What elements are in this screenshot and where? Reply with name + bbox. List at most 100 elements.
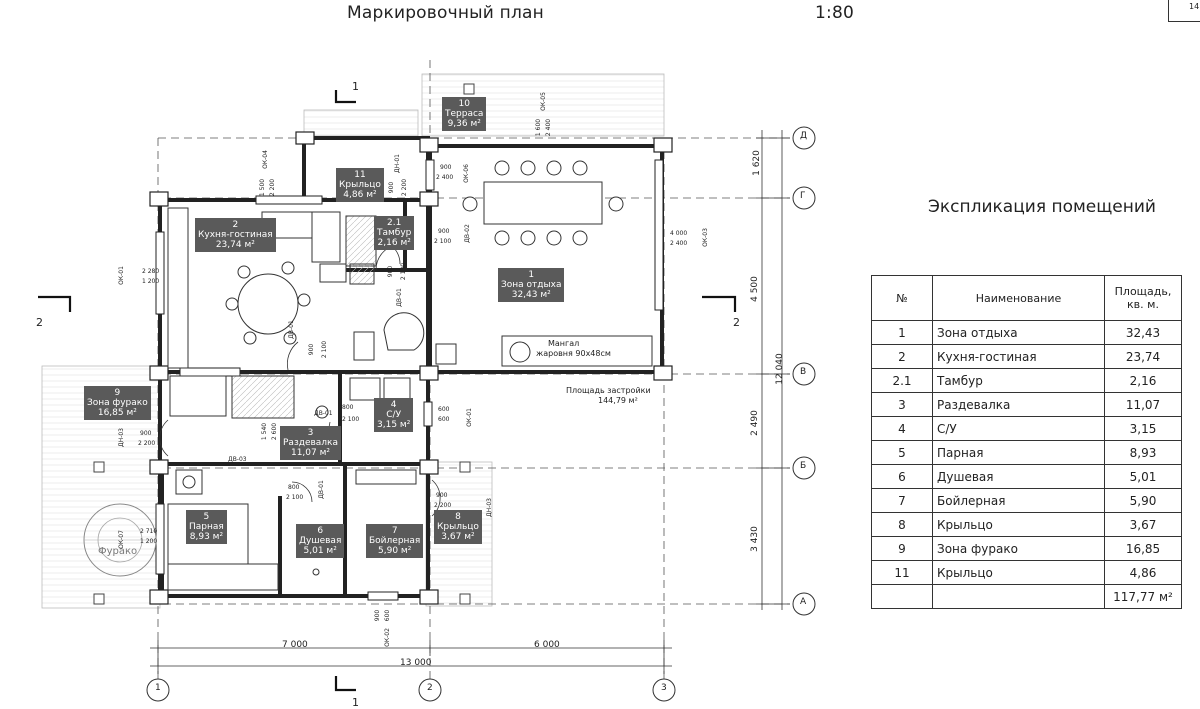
opening-tag: ОК-05 [539, 92, 547, 111]
opening-w: 4 000 [670, 230, 688, 237]
cell-num: 11 [871, 560, 933, 585]
opening-tag: ОК-01 [117, 266, 125, 285]
dim-right-total: 12 040 [774, 353, 785, 385]
opening-w: 2 710 [140, 528, 158, 535]
dim-right-4: 3 430 [749, 526, 760, 552]
opening-w: 900 [387, 265, 395, 278]
section-2-left: 2 [36, 316, 43, 329]
mangal-label: Мангал [548, 339, 580, 348]
cell-name: Зона отдыха [932, 320, 1105, 345]
col-num: № [871, 275, 933, 321]
opening-w: 900 [436, 492, 448, 499]
opening-tag: ОК-07 [117, 530, 125, 549]
cell-area: 8,93 [1104, 440, 1182, 465]
opening-tag: ДН-03 [486, 498, 493, 517]
cell-num: 7 [871, 488, 933, 513]
opening-tag: ДВ-01 [314, 410, 333, 417]
opening-tag: ОК-02 [383, 628, 391, 647]
axis-label-3: 3 [661, 683, 667, 693]
opening-h: 2 400 [545, 118, 553, 137]
cell-num: 2.1 [871, 368, 933, 393]
cell-name: Бойлерная [932, 488, 1105, 513]
opening-tag: ОК-04 [261, 150, 269, 169]
opening-w: 1 500 [259, 178, 267, 197]
cell-name: Тамбур [932, 368, 1105, 393]
opening-h: 2 200 [434, 502, 452, 509]
dim-right-2: 4 500 [749, 276, 760, 302]
opening-tag: ОК-01 [465, 408, 473, 427]
cell-num: 2 [871, 344, 933, 369]
cell-num: 1 [871, 320, 933, 345]
opening-h: 2 100 [321, 340, 329, 359]
opening-w: 900 [140, 430, 152, 437]
opening-tag: ОК-06 [462, 164, 470, 183]
total-area: 117,77 м² [1104, 584, 1182, 609]
axis-label-g: Г [800, 191, 806, 201]
opening-tag: ДВ-01 [317, 480, 325, 499]
opening-tag: ДВ-01 [395, 288, 403, 307]
opening-w: 900 [388, 181, 396, 194]
footprint-label: Площадь застройки [566, 386, 651, 395]
axis-label-d: Д [800, 131, 808, 141]
opening-h: 1 200 [140, 538, 158, 545]
dim-bottom-right: 6 000 [534, 640, 560, 650]
cell-name: Зона фурако [932, 536, 1105, 561]
mangal-size: жаровня 90х48см [536, 349, 611, 358]
cell-name: Душевая [932, 464, 1105, 489]
axis-bubbles [146, 126, 816, 702]
axis-label-v: В [800, 367, 807, 377]
opening-tag: ДВ-03 [228, 456, 247, 463]
cell-num: 9 [871, 536, 933, 561]
opening-tag: ДВ-01 [287, 320, 295, 339]
opening-h: 2 400 [670, 240, 688, 247]
dim-right-1: 1 620 [751, 150, 762, 176]
cell-area: 5,90 [1104, 488, 1182, 513]
opening-h: 600 [384, 609, 392, 622]
cell-area: 11,07 [1104, 392, 1182, 417]
furniture [167, 160, 653, 591]
cell-name: Крыльцо [932, 560, 1105, 585]
table-total-row: 117,77 м² [871, 584, 1182, 609]
opening-w: 600 [438, 406, 450, 413]
col-area: Площадь, кв. м. [1104, 275, 1182, 321]
opening-w: 800 [342, 404, 354, 411]
cell-area: 32,43 [1104, 320, 1182, 345]
log-corners [149, 131, 673, 605]
opening-h: 2 200 [269, 178, 277, 197]
table-header-row: № Наименование Площадь, кв. м. [871, 275, 1182, 321]
axis-label-a: А [800, 597, 807, 607]
cell-area: 3,15 [1104, 416, 1182, 441]
opening-h: 2 400 [436, 174, 454, 181]
cell-num: 4 [871, 416, 933, 441]
opening-h: 2 100 [286, 494, 304, 501]
explication-title: Экспликация помещений [928, 197, 1156, 217]
opening-w: 800 [288, 484, 300, 491]
dim-right-3: 2 490 [749, 410, 760, 436]
cell-area: 2,16 [1104, 368, 1182, 393]
cell-name: Крыльцо [932, 512, 1105, 537]
opening-tag: ДН-01 [394, 154, 401, 173]
cell-area: 5,01 [1104, 464, 1182, 489]
opening-w: 900 [440, 164, 452, 171]
dim-bottom-total: 13 000 [400, 658, 432, 668]
furako-label: Фурако [98, 546, 138, 557]
plan-scale: 1:80 [815, 3, 854, 23]
opening-h: 2 100 [434, 238, 452, 245]
